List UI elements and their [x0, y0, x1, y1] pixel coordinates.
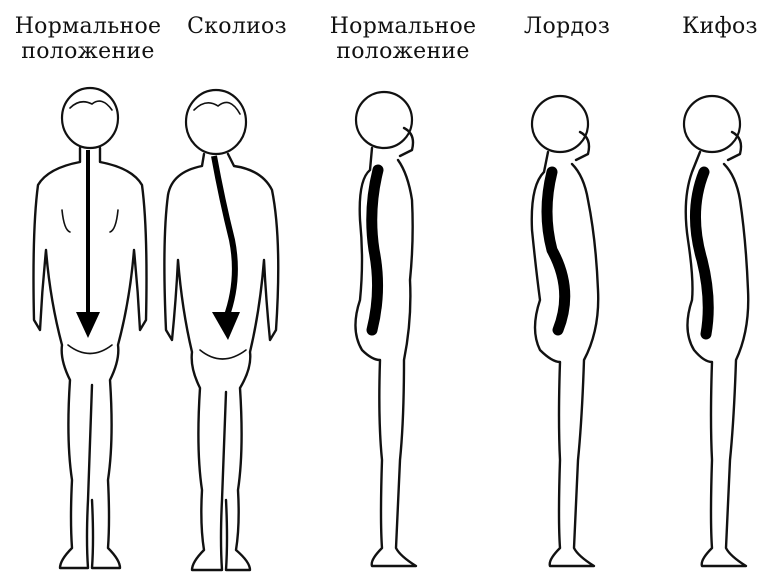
spine-arrow [214, 156, 235, 318]
figure-kyphosis [684, 96, 748, 566]
buttocks-line [68, 345, 112, 354]
head [684, 96, 740, 152]
body-outline [164, 154, 278, 570]
spine [547, 172, 565, 330]
head [532, 96, 588, 152]
figure-normal-back [34, 88, 147, 568]
arrow-head [212, 312, 240, 340]
arrow-head [76, 312, 100, 338]
figure-scoliosis [164, 90, 278, 570]
head [186, 90, 246, 154]
spine [372, 170, 378, 330]
figure-normal-side [355, 92, 416, 566]
figure-lordosis [532, 96, 598, 566]
spine [695, 172, 708, 334]
head [62, 88, 118, 148]
buttocks-line [200, 350, 246, 359]
body-outline [355, 148, 416, 566]
head [356, 92, 412, 148]
